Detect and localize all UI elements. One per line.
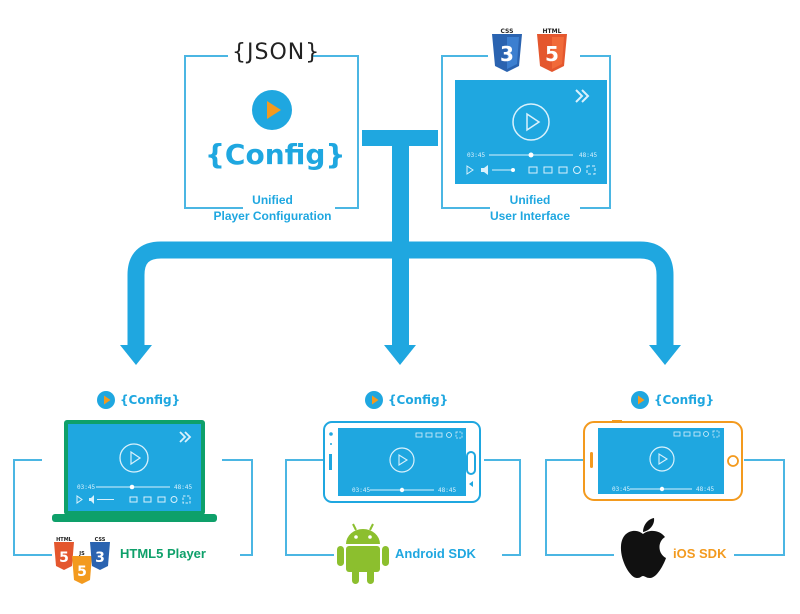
volume-icon: [481, 165, 488, 175]
play-icon: [97, 391, 115, 409]
play-icon: [252, 90, 292, 130]
brand-logo-icon: [575, 89, 590, 103]
config-big-label: {Config}: [205, 138, 346, 171]
android-frame: [285, 459, 521, 556]
phone-icon: 03:45 48:45: [583, 420, 743, 501]
laptop-icon: 03:45 48:45: [52, 420, 217, 522]
platform-label-html5: HTML5 Player: [120, 546, 206, 561]
caption-line-1: Unified: [252, 193, 293, 207]
play-button-circle: [512, 103, 550, 141]
config-box-frame: [184, 55, 359, 209]
time-start: 03:45: [612, 486, 630, 493]
ios-frame: [545, 459, 785, 556]
playlist-icon: [528, 166, 538, 174]
time-end: 48:45: [174, 484, 192, 491]
center-stem: [392, 242, 409, 345]
config-small-label: {Config}: [120, 393, 181, 407]
ui-caption: Unified User Interface: [460, 192, 600, 224]
small-play-icon: [466, 165, 474, 175]
html-badge-text: HTML: [543, 28, 562, 35]
play-icon: [526, 112, 541, 132]
brand-logo-icon: [179, 431, 192, 443]
captions-icon: [543, 166, 553, 174]
css-badge-text: CSS: [95, 537, 106, 543]
play-icon: [631, 391, 649, 409]
play-icon: [130, 450, 142, 466]
time-start: 03:45: [77, 484, 95, 491]
html-badge-number: 5: [545, 42, 559, 66]
platform-label-ios: iOS SDK: [673, 546, 727, 561]
fullscreen-icon: [586, 165, 596, 175]
time-start: 03:45: [352, 487, 370, 494]
caption-line-1: Unified: [509, 193, 551, 207]
platform-label-android: Android SDK: [395, 546, 476, 561]
css3-badge-icon: CSS 3: [492, 28, 522, 72]
css-badge-number: 3: [500, 42, 514, 66]
time-end: 48:45: [579, 152, 597, 159]
html-badge-text: HTML: [56, 537, 73, 543]
config-small-label: {Config}: [388, 393, 449, 407]
apple-logo-icon: [620, 518, 666, 578]
ui-player-mockup: 03:45 48:45: [455, 80, 607, 184]
js-badge-number: 5: [77, 564, 87, 580]
cast-icon: [558, 166, 568, 174]
join-bar: [362, 130, 438, 146]
arrowhead-center: [384, 345, 416, 365]
html-badge-number: 5: [59, 550, 69, 566]
web-badges-icon: HTML 5 JS 5 CSS 3: [54, 537, 110, 584]
js-badge-icon: JS 5: [72, 551, 92, 584]
caption-line-2: Player Configuration: [213, 209, 332, 223]
play-icon: [365, 391, 383, 409]
progress-handle: [528, 152, 534, 158]
config-caption: Unified Player Configuration: [195, 192, 350, 224]
phone-icon: 03:45 48:45: [323, 421, 481, 503]
arrowhead-right: [649, 345, 681, 365]
js-badge-text: JS: [78, 551, 85, 557]
ui-box-frame: [441, 55, 611, 209]
time-end: 48:45: [696, 486, 714, 493]
html5-badge-icon: HTML 5: [54, 537, 74, 570]
html5-frame: [13, 459, 253, 556]
arrowhead-left: [120, 345, 152, 365]
css3-badge-icon: CSS 3: [90, 537, 110, 570]
gear-icon: [573, 166, 581, 174]
config-small-label: {Config}: [654, 393, 715, 407]
json-label: {JSON}: [232, 40, 321, 65]
distribution-arrows: [120, 130, 681, 365]
time-end: 48:45: [438, 487, 456, 494]
time-start: 03:45: [467, 152, 485, 159]
play-icon: [398, 454, 409, 466]
css-badge-number: 3: [95, 550, 105, 566]
android-robot-icon: [337, 523, 389, 584]
html5-badge-icon: HTML 5: [537, 28, 567, 72]
play-icon: [658, 453, 669, 465]
main-stem: [392, 146, 409, 242]
css-badge-text: CSS: [501, 28, 514, 35]
volume-handle: [511, 168, 515, 172]
caption-line-2: User Interface: [489, 209, 571, 223]
